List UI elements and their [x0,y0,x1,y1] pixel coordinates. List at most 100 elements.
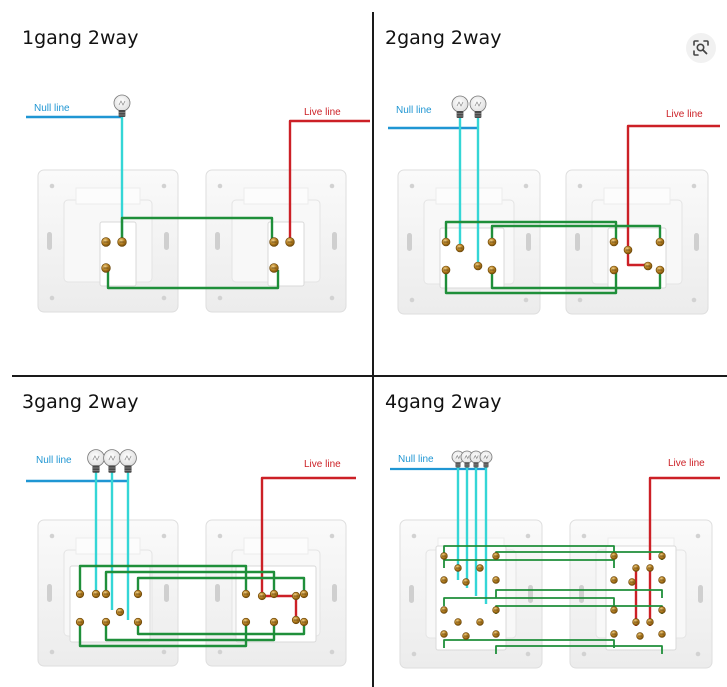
traveler-wire [136,622,306,636]
screw-hole [329,533,335,539]
bulb-filament [108,455,116,461]
bulb-base [464,462,470,468]
screw-hole [217,183,223,189]
terminal-block [267,221,305,287]
screw-hole [695,533,701,539]
traveler-wire [443,597,615,606]
bulb-filament [474,101,482,107]
mount-slot [215,232,220,250]
bulb-filament [456,101,464,107]
panel-title-2gang: 2gang 2way [385,27,501,49]
screw-hole [217,295,223,301]
mount-slot [164,232,169,250]
screw-hole [329,649,335,655]
light-bulb-icon [469,95,487,118]
live-line-label-2: Live line [666,109,703,120]
bulb-base [456,111,464,118]
traveler-wire [490,224,662,240]
bulb-base [108,465,116,473]
screw-hole [581,533,587,539]
bulb-filament [464,454,470,460]
plate-ridge [435,187,503,205]
screw-hole [161,183,167,189]
screw-hole [577,297,583,303]
bulb-base [483,462,489,468]
mount-slot [579,585,584,603]
traveler-wire [106,270,280,290]
traveler-wire [444,220,618,240]
plate-ridge [603,187,671,205]
mount-slot [575,233,580,251]
traveler-wire [495,589,663,598]
light-bulb-icon [103,449,121,473]
mount-slot [694,233,699,251]
screw-hole [49,295,55,301]
traveler-wire [443,559,615,568]
screw-hole [523,297,529,303]
traveler-wire [443,639,615,648]
light-bulb-icon [87,449,105,473]
bulb-base [118,110,126,117]
mount-slot [409,585,414,603]
bulb-filament [124,455,132,461]
mount-slot [332,584,337,602]
live-line-label-1: Live line [304,107,341,118]
screw-hole [411,533,417,539]
traveler-wire [443,545,615,554]
traveler-wire [444,270,618,295]
bulb-filament [92,455,100,461]
mount-slot [698,585,703,603]
bulb-base [474,111,482,118]
screw-hole [577,183,583,189]
traveler-wire [104,570,276,590]
null-line-label-3: Null line [36,455,72,466]
bulb-filament [483,454,489,460]
live-wire [648,476,720,560]
screw-hole [411,651,417,657]
plate-ridge [75,187,141,205]
null-line-label-1: Null line [34,103,70,114]
mount-slot [164,584,169,602]
screw-hole [49,183,55,189]
screw-hole [217,649,223,655]
screw-hole [409,297,415,303]
null-line-label-4: Null line [398,454,434,465]
plate-ridge [75,537,141,555]
terminal-block [439,227,505,289]
live-wire [288,119,370,242]
screw-hole [581,651,587,657]
visual-search-button[interactable] [686,33,716,63]
screw-hole [217,533,223,539]
live-line-label-3: Live line [304,459,341,470]
light-bulb-icon [113,94,131,117]
bulb-filament [455,454,461,460]
screw-hole [691,183,697,189]
screw-hole [525,651,531,657]
panel-title-3gang: 3gang 2way [22,391,138,413]
light-bulb-icon [119,449,137,473]
traveler-wire [104,622,276,642]
mount-slot [332,232,337,250]
light-bulb-icon [469,450,483,468]
live-wire [626,250,648,267]
live-line-label-4: Live line [668,458,705,469]
screw-hole [695,651,701,657]
traveler-wire [495,645,663,654]
bulb-base [92,465,100,473]
plate-ridge [243,187,309,205]
screw-hole [691,297,697,303]
panel-title-1gang: 1gang 2way [22,27,138,49]
light-bulb-icon [451,450,465,468]
mount-slot [526,233,531,251]
screw-hole [49,533,55,539]
live-wire [260,476,356,596]
mount-slot [407,233,412,251]
mount-slot [528,585,533,603]
mount-slot [215,584,220,602]
bulb-filament [118,100,126,106]
mount-slot [47,232,52,250]
light-bulb-icon [451,95,469,118]
panel-title-4gang: 4gang 2way [385,391,501,413]
screw-hole [329,295,335,301]
